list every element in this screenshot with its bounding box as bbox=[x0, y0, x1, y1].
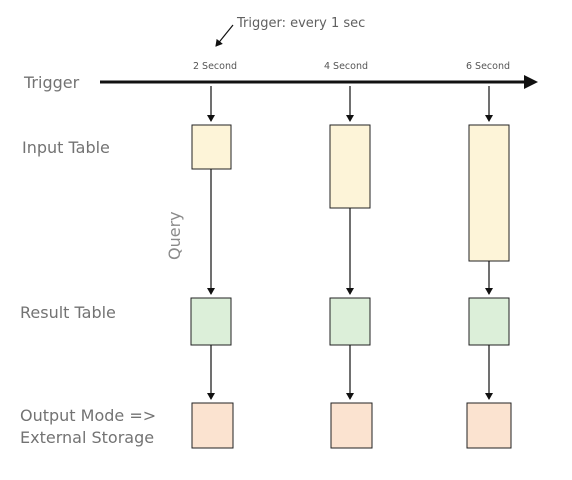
tick-label-2-second: 2 Second bbox=[193, 61, 237, 72]
column-4-second: 4 Second bbox=[324, 61, 373, 449]
input-table-box bbox=[468, 124, 510, 262]
input-table-box bbox=[191, 124, 232, 170]
output-box bbox=[191, 402, 234, 449]
row-label-trigger: Trigger bbox=[23, 73, 80, 92]
row-label-result-table: Result Table bbox=[20, 303, 116, 322]
column-2-second: 2 Second bbox=[190, 61, 237, 449]
trigger-note-label: Trigger: every 1 sec bbox=[236, 16, 365, 31]
query-label: Query bbox=[165, 211, 184, 260]
tick-label-6-second: 6 Second bbox=[466, 61, 510, 72]
column-6-second: 6 Second bbox=[466, 61, 512, 449]
trigger-note-pointer bbox=[215, 24, 234, 47]
input-table-box bbox=[329, 124, 371, 209]
tick-label-4-second: 4 Second bbox=[324, 61, 368, 72]
row-label-input-table: Input Table bbox=[22, 138, 110, 157]
row-label-external-storage: External Storage bbox=[20, 428, 154, 447]
result-table-box bbox=[468, 297, 510, 346]
result-table-box bbox=[190, 297, 232, 346]
output-box bbox=[466, 402, 512, 449]
result-table-box bbox=[329, 297, 371, 346]
row-label-output-mode: Output Mode => bbox=[20, 406, 156, 425]
output-box bbox=[330, 402, 373, 449]
